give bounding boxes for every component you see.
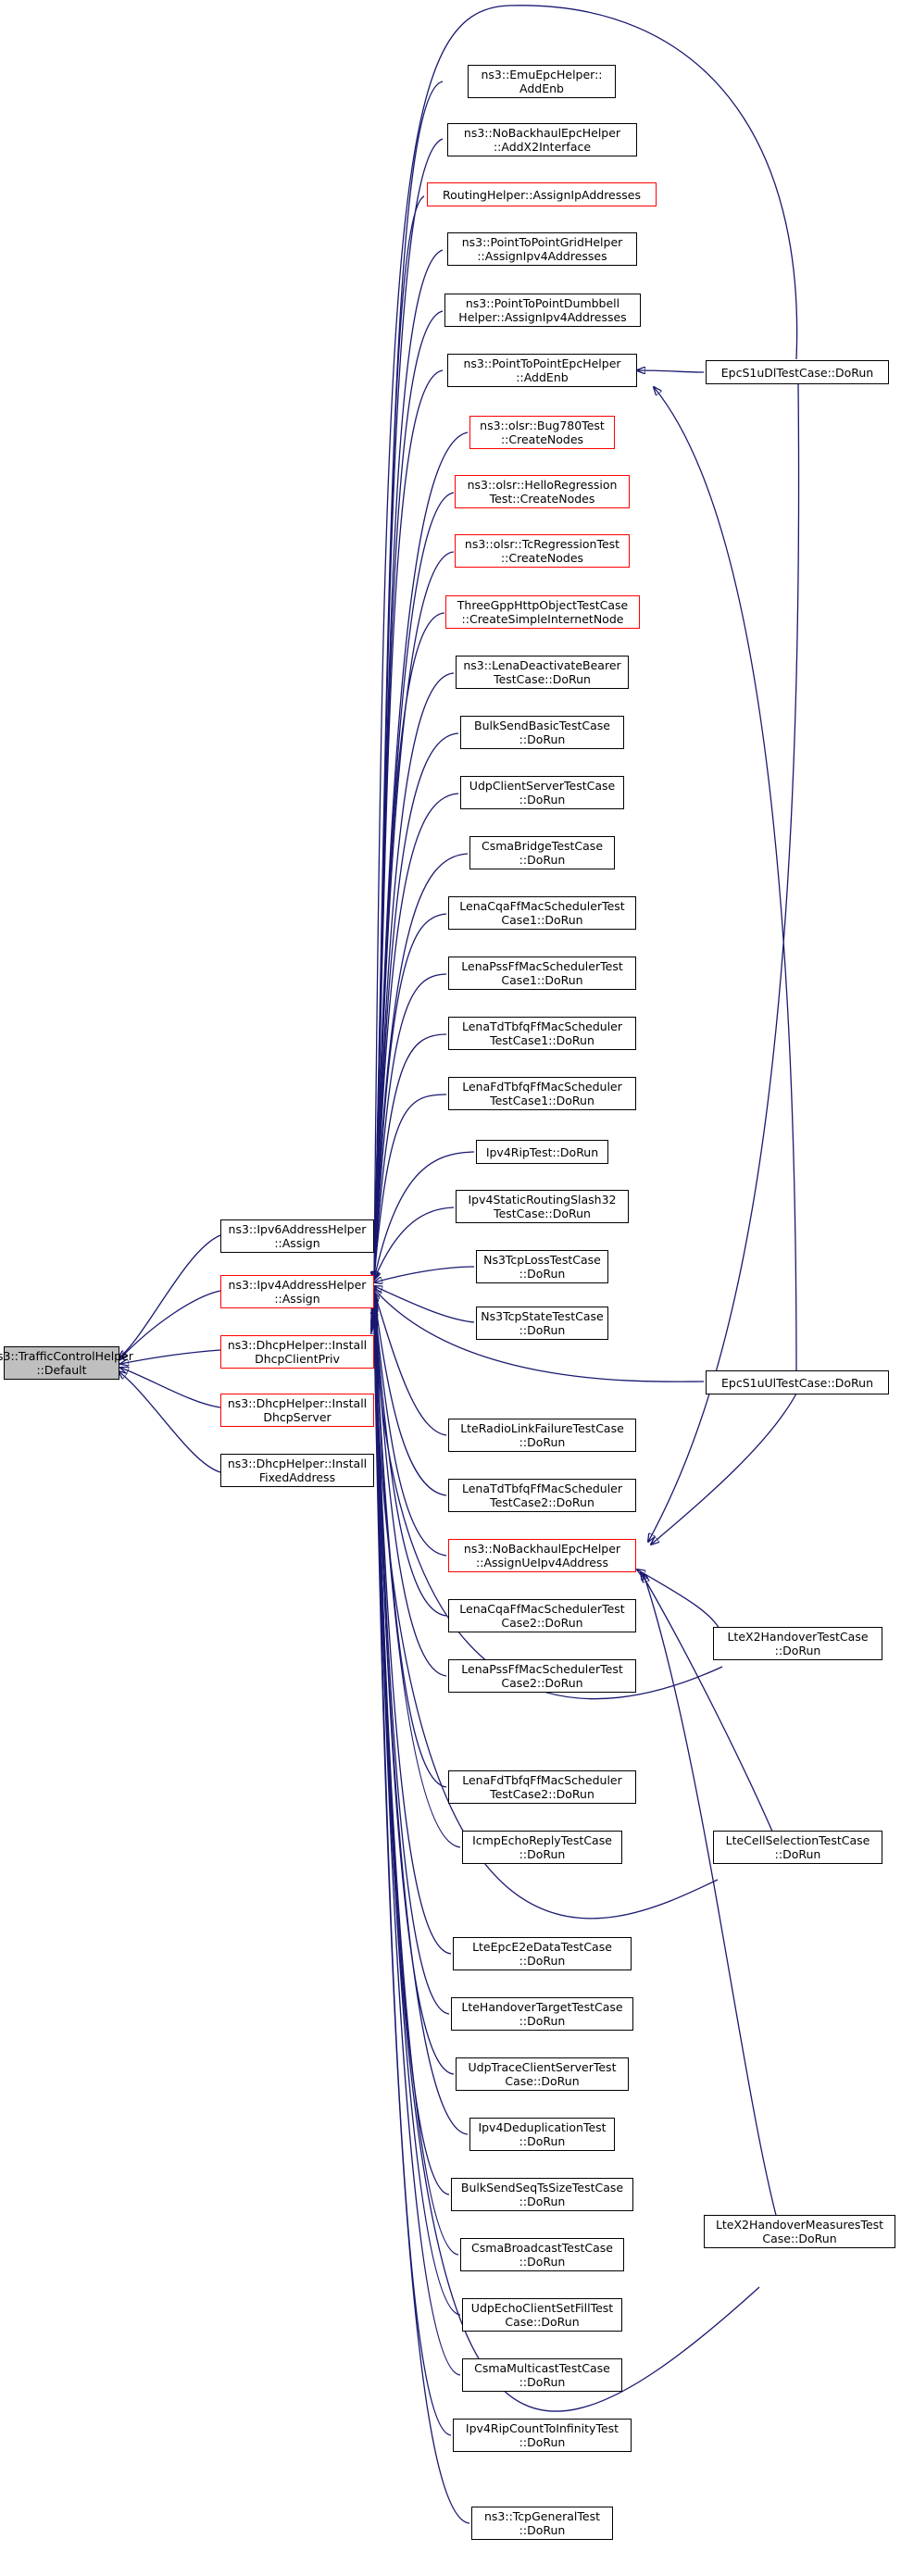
edge-threegpp	[374, 612, 445, 1280]
edge-lenafdtbfq2	[374, 1302, 447, 1788]
edge-lteepce2e	[374, 1307, 452, 1955]
edge-ltecellsel-ipv4	[374, 1306, 719, 1919]
node-bulksend-basic-dorun[interactable]: BulkSendBasicTestCase::DoRun	[460, 716, 624, 749]
edge-epcs1udl-addenb	[637, 370, 705, 372]
edge-tcpgeneral	[374, 1324, 470, 2524]
node-p2p-epc-helper-addenb[interactable]: ns3::PointToPointEpcHelper::AddEnb	[447, 354, 637, 387]
edge-dhcpfixed-to-root	[119, 1371, 221, 1473]
edge-ltex2handover-assignue	[637, 1569, 723, 1635]
node-ipv4-rip-test-dorun[interactable]: Ipv4RipTest::DoRun	[476, 1140, 608, 1164]
node-threegpp-http-create-node[interactable]: ThreeGppHttpObjectTestCase::CreateSimple…	[445, 595, 640, 629]
node-epc-s1u-dl-dorun[interactable]: EpcS1uDlTestCase::DoRun	[706, 360, 889, 384]
node-bulksend-seqts-dorun[interactable]: BulkSendSeqTsSizeTestCase::DoRun	[451, 2178, 633, 2211]
node-tcp-general-test-dorun[interactable]: ns3::TcpGeneralTest::DoRun	[471, 2507, 613, 2540]
node-traffic-control-helper-default: ns3::TrafficControlHelper::Default	[0, 1346, 133, 1380]
edge-bug780	[374, 431, 469, 1280]
edge-ltecellsel-assignue	[641, 1572, 774, 1834]
node-lte-cell-selection-dorun[interactable]: LteCellSelectionTestCase::DoRun	[713, 1831, 882, 1864]
edge-icmpecho	[374, 1304, 461, 1848]
edge-bulksend	[374, 732, 459, 1280]
node-lte-x2-handover-dorun[interactable]: LteX2HandoverTestCase::DoRun	[713, 1627, 882, 1660]
node-lte-epc-e2e-data-dorun[interactable]: LteEpcE2eDataTestCase::DoRun	[453, 1937, 632, 1970]
node-ipv4-address-helper-assign[interactable]: ns3::Ipv4AddressHelper::Assign	[220, 1275, 374, 1308]
edge-udpcs	[374, 793, 459, 1280]
edge-dhcpserver-to-root	[120, 1368, 221, 1408]
node-ns3-tcp-state-dorun[interactable]: Ns3TcpStateTestCase::DoRun	[476, 1307, 608, 1340]
node-csma-bridge-dorun[interactable]: CsmaBridgeTestCase::DoRun	[469, 836, 615, 869]
node-ipv4-deduplication-dorun[interactable]: Ipv4DeduplicationTest::DoRun	[469, 2118, 615, 2151]
edge-ipv4-to-root	[119, 1290, 221, 1360]
edge-tcploss	[374, 1266, 475, 1282]
node-p2p-grid-assign-ipv4[interactable]: ns3::PointToPointGridHelper::AssignIpv4A…	[447, 232, 637, 266]
node-lte-radio-link-failure-dorun[interactable]: LteRadioLinkFailureTestCase::DoRun	[448, 1419, 636, 1452]
edge-hello	[374, 492, 455, 1280]
node-ns3-tcp-loss-dorun[interactable]: Ns3TcpLossTestCase::DoRun	[476, 1250, 608, 1283]
edge-epcs1uul-assignue	[651, 1393, 797, 1544]
edge-lenacqa2	[374, 1296, 447, 1617]
node-lte-handover-target-dorun[interactable]: LteHandoverTargetTestCase::DoRun	[451, 1997, 633, 2031]
node-olsr-bug780-create-nodes[interactable]: ns3::olsr::Bug780Test::CreateNodes	[469, 416, 615, 449]
edge-epcs1uul	[374, 1289, 705, 1382]
edge-lenatdtbfq2	[374, 1294, 447, 1496]
edge-lenafdtbfq1	[374, 1094, 447, 1280]
node-nobackhaul-addx2interface[interactable]: ns3::NoBackhaulEpcHelper::AddX2Interface	[447, 123, 637, 156]
edge-nobh-assign	[374, 1294, 447, 1557]
edge-p2paddenb	[374, 369, 444, 1280]
node-olsr-tc-regression-create-nodes[interactable]: ns3::olsr::TcRegressionTest::CreateNodes	[455, 534, 630, 568]
node-ipv6-address-helper-assign[interactable]: ns3::Ipv6AddressHelper::Assign	[220, 1219, 374, 1253]
edge-ipv4dedup	[374, 1313, 469, 2135]
node-emu-epc-helper-addenb[interactable]: ns3::EmuEpcHelper::AddEnb	[468, 65, 616, 98]
edge-lenatdtbfq1	[374, 1033, 447, 1280]
node-csma-multicast-dorun[interactable]: CsmaMulticastTestCase::DoRun	[462, 2358, 622, 2392]
edge-epcs1uul-addenb	[654, 387, 797, 1371]
node-udp-client-server-dorun[interactable]: UdpClientServerTestCase::DoRun	[460, 776, 624, 809]
node-icmp-echo-reply-dorun[interactable]: IcmpEchoReplyTestCase::DoRun	[462, 1831, 622, 1864]
node-ipv4-rip-count-to-infinity-dorun[interactable]: Ipv4RipCountToInfinityTest::DoRun	[453, 2419, 632, 2452]
edge-ipv4static	[374, 1207, 455, 1280]
node-epc-s1u-ul-dorun[interactable]: EpcS1uUlTestCase::DoRun	[706, 1370, 889, 1394]
edge-dhcpclient-to-root	[120, 1349, 221, 1364]
edge-ipv4ripcount	[374, 1322, 452, 2436]
edge-ltex2measures-assignue	[644, 1574, 779, 2223]
edge-ipv6-to-root	[119, 1234, 221, 1358]
node-nobackhaul-assign-ue-ipv4[interactable]: ns3::NoBackhaulEpcHelper::AssignUeIpv4Ad…	[448, 1539, 636, 1572]
node-routing-helper-assign-ip[interactable]: RoutingHelper::AssignIpAddresses	[427, 182, 657, 206]
edge-lenacqa1	[374, 913, 447, 1280]
edge-epcs1udl-ipv4	[373, 5, 798, 1279]
node-csma-broadcast-dorun[interactable]: CsmaBroadcastTestCase::DoRun	[460, 2238, 624, 2271]
edge-tcpstate	[374, 1286, 475, 1323]
edge-lteradiolink	[374, 1292, 447, 1436]
edge-lenadeact	[374, 672, 455, 1280]
edge-epcs1udl-assignue	[648, 383, 800, 1542]
edge-ipv4rip	[374, 1151, 475, 1280]
edge-lenapss1	[374, 973, 447, 1280]
